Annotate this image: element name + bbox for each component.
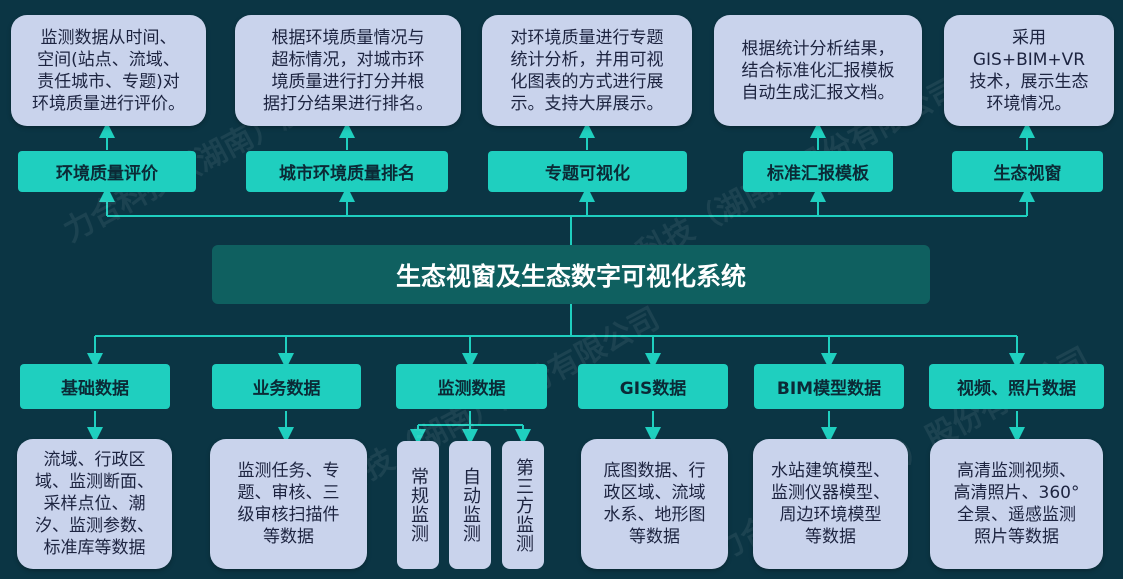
desc-line: 自动生成汇报文档。 <box>741 82 895 103</box>
desc-line: 等数据 <box>629 527 680 547</box>
desc-eco-window: 采用 GIS+BIM+VR 技术，展示生态 环境情况。 <box>944 15 1114 126</box>
label-env-quality-evaluation: 环境质量评价 <box>18 151 196 192</box>
desc-line: 水系、地形图 <box>603 505 706 525</box>
desc-line: 示。支持大屏展示。 <box>510 93 664 114</box>
label-thematic-visualization: 专题可视化 <box>488 151 687 192</box>
desc-line: 技术，展示生态 <box>969 71 1089 92</box>
desc-line: 高清监测视频、 <box>956 461 1076 481</box>
label-bim-data: BIM模型数据 <box>754 364 904 409</box>
desc-line: 根据环境质量情况与 <box>271 27 425 48</box>
label-report-template: 标准汇报模板 <box>743 151 893 192</box>
desc-bim-data: 水站建筑模型、 监测仪器模型、 周边环境模型 等数据 <box>753 439 908 569</box>
desc-line: 流域、行政区 <box>43 450 146 470</box>
desc-line: 超标情况，对城市环 <box>271 49 425 70</box>
desc-city-ranking: 根据环境质量情况与 超标情况，对城市环 境质量进行打分并根 据打分结果进行排名。 <box>235 15 461 126</box>
desc-line: 级审核扫描件 <box>237 505 340 525</box>
desc-line: 周边环境模型 <box>779 505 882 525</box>
desc-gis-data: 底图数据、行 政区域、流域 水系、地形图 等数据 <box>581 439 728 569</box>
desc-line: 照片等数据 <box>973 527 1059 547</box>
desc-line: 监测仪器模型、 <box>771 483 890 503</box>
desc-line: 环境质量进行评价。 <box>32 93 185 114</box>
desc-line: 统计分析，并用可视 <box>510 49 664 70</box>
label-gis-data: GIS数据 <box>578 364 728 409</box>
desc-line: 监测任务、专 <box>237 461 340 481</box>
monitoring-sub-third-party: 第三方监测 <box>502 441 544 569</box>
desc-line: 根据统计分析结果， <box>741 38 895 59</box>
desc-line: 水站建筑模型、 <box>771 461 890 481</box>
desc-line: 采用 <box>1012 27 1046 48</box>
monitoring-sub-routine: 常规监测 <box>397 441 439 569</box>
desc-env-quality-evaluation: 监测数据从时间、 空间(站点、流域、 责任城市、专题)对 环境质量进行评价。 <box>11 15 206 126</box>
label-basic-data: 基础数据 <box>20 364 170 409</box>
desc-video-photo-data: 高清监测视频、 高清照片、360° 全景、遥感监测 照片等数据 <box>930 439 1103 569</box>
desc-basic-data: 流域、行政区 域、监测断面、 采样点位、潮 汐、监测参数、 标准库等数据 <box>17 439 172 569</box>
label-video-photo-data: 视频、照片数据 <box>929 364 1104 409</box>
label-eco-window: 生态视窗 <box>952 151 1103 192</box>
desc-line: 政区域、流域 <box>603 483 706 503</box>
desc-report-template: 根据统计分析结果， 结合标准化汇报模板 自动生成汇报文档。 <box>714 15 922 126</box>
desc-line: 全景、遥感监测 <box>956 505 1076 525</box>
desc-line: GIS+BIM+VR <box>972 49 1086 70</box>
label-city-ranking: 城市环境质量排名 <box>246 151 448 192</box>
desc-line: 监测数据从时间、 <box>40 27 177 48</box>
desc-line: 等数据 <box>805 527 856 547</box>
desc-line: 高清照片、360° <box>953 483 1080 503</box>
desc-line: 境质量进行打分并根 <box>271 71 425 92</box>
desc-line: 题、审核、三 <box>237 483 340 503</box>
label-business-data: 业务数据 <box>212 364 361 409</box>
desc-line: 标准库等数据 <box>43 538 146 558</box>
desc-business-data: 监测任务、专 题、审核、三 级审核扫描件 等数据 <box>210 439 367 569</box>
desc-line: 采样点位、潮 <box>43 494 146 514</box>
system-title: 生态视窗及生态数字可视化系统 <box>212 245 930 304</box>
desc-thematic-visualization: 对环境质量进行专题 统计分析，并用可视 化图表的方式进行展 示。支持大屏展示。 <box>482 15 692 126</box>
desc-line: 对环境质量进行专题 <box>510 27 664 48</box>
label-monitoring-data: 监测数据 <box>396 364 547 409</box>
desc-line: 底图数据、行 <box>603 461 706 481</box>
desc-line: 责任城市、专题)对 <box>37 71 180 92</box>
desc-line: 空间(站点、流域、 <box>37 49 180 70</box>
desc-line: 域、监测断面、 <box>35 472 154 492</box>
desc-line: 汐、监测参数、 <box>35 516 154 536</box>
desc-line: 结合标准化汇报模板 <box>741 60 895 81</box>
desc-line: 据打分结果进行排名。 <box>263 93 433 114</box>
desc-line: 等数据 <box>263 527 314 547</box>
monitoring-sub-automatic: 自动监测 <box>449 441 491 569</box>
desc-line: 环境情况。 <box>986 93 1072 114</box>
desc-line: 化图表的方式进行展 <box>510 71 664 92</box>
